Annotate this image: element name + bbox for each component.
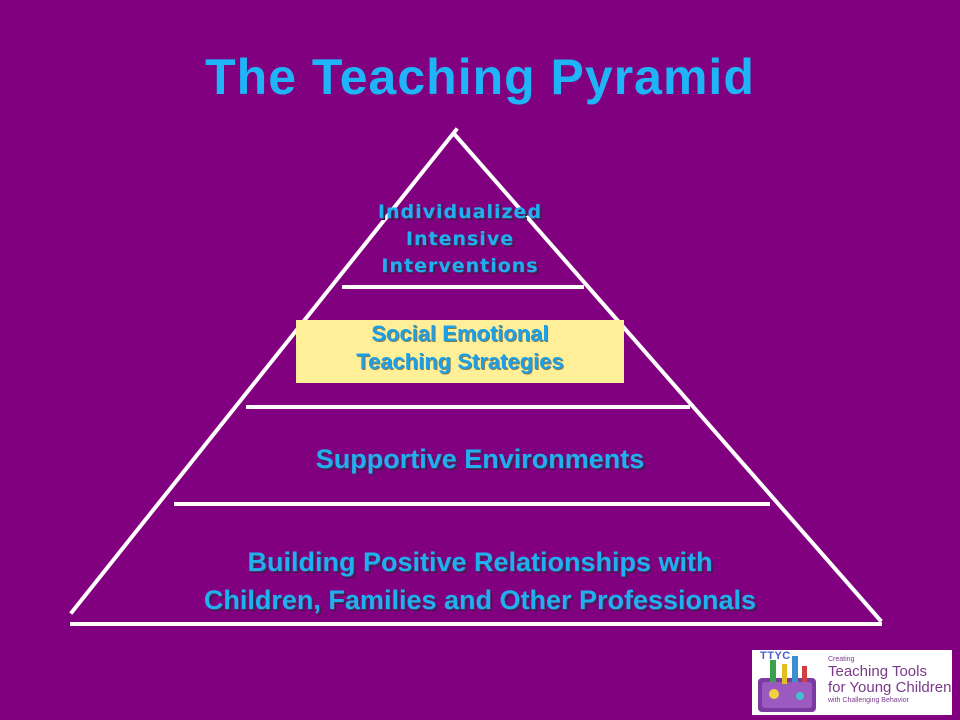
logo-badge: TTYC: [760, 650, 791, 662]
level-top-line: Individualized: [377, 201, 543, 223]
logo-wordmark: Creating Teaching Tools for Young Childr…: [828, 656, 952, 705]
highlight-box: [296, 320, 624, 383]
ttyc-logo: TTYC Creating Teaching Tools for Young C…: [752, 650, 952, 715]
level-supportive-environments: Supportive Environments: [315, 444, 645, 474]
pyramid-right-edge: [453, 133, 883, 623]
toolbox-icon: [758, 656, 816, 712]
level-second-line: Teaching Strategies: [356, 349, 564, 374]
pyramid-left-edge: [69, 127, 459, 615]
level-base-line: Children, Families and Other Professiona…: [203, 585, 757, 615]
level-top-line: Interventions: [381, 255, 539, 277]
level-individualized-interventions: Individualized Intensive Interventions: [330, 199, 590, 280]
logo-line: for Young Children: [828, 679, 952, 696]
logo-line: Creating: [828, 656, 855, 663]
level-second-line: Social Emotional: [371, 321, 549, 346]
logo-line: Teaching Tools: [828, 663, 927, 680]
level-base-line: Building Positive Relationships with: [247, 547, 713, 577]
logo-line: with Challenging Behavior: [828, 697, 909, 704]
slide-title: The Teaching Pyramid: [205, 49, 755, 105]
level-top-line: Intensive: [405, 228, 515, 250]
level-positive-relationships: Building Positive Relationships with Chi…: [110, 543, 850, 619]
level-social-emotional-strategies: Social Emotional Teaching Strategies: [296, 320, 624, 376]
